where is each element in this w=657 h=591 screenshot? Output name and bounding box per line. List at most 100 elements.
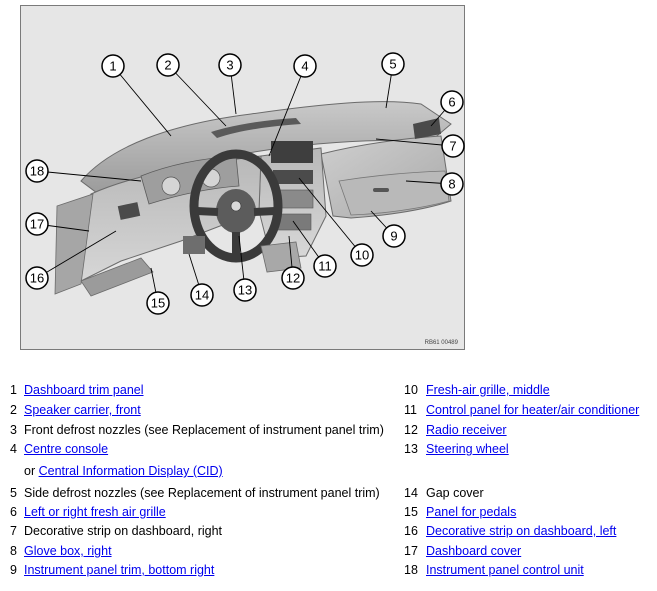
legend-item-right-10: 10 Fresh-air grille, middle — [404, 382, 550, 398]
left-side-cover-shape — [54, 193, 94, 295]
legend-item-right-16: 16 Decorative strip on dashboard, left — [404, 523, 616, 539]
legend-link[interactable]: Centre console — [24, 442, 109, 456]
legend-text: Gap cover — [426, 486, 484, 500]
legend-link[interactable]: Instrument panel trim, bottom right — [24, 563, 215, 577]
callout-15: 15 — [146, 291, 170, 315]
legend-item-right-13: 13 Steering wheel — [404, 441, 509, 457]
legend-number: 5 — [10, 486, 17, 500]
legend-number: 2 — [10, 403, 17, 417]
callout-4: 4 — [293, 54, 317, 78]
callout-10: 10 — [350, 243, 374, 267]
legend-item-right-11: 11 Control panel for heater/air condition… — [404, 402, 639, 418]
callout-12: 12 — [281, 266, 305, 290]
callout-3: 3 — [218, 53, 242, 77]
steering-spoke-left — [196, 207, 219, 216]
legend-link[interactable]: Decorative strip on dashboard, left — [426, 524, 617, 538]
legend-link[interactable]: Speaker carrier, front — [24, 403, 141, 417]
callout-13: 13 — [233, 278, 257, 302]
callout-number: 5 — [389, 57, 396, 72]
legend-number: 1 — [10, 383, 17, 397]
callout-5: 5 — [381, 52, 405, 76]
legend-link[interactable]: Radio receiver — [426, 423, 507, 437]
left-vent-shape — [117, 202, 141, 220]
callout-number: 9 — [390, 229, 397, 244]
steering-wheel-rim-shape — [189, 149, 283, 263]
legend-link[interactable]: Control panel for heater/air conditioner — [426, 403, 640, 417]
leader-line-7 — [375, 138, 454, 147]
callout-number: 2 — [164, 58, 171, 73]
legend-link[interactable]: Dashboard trim panel — [24, 383, 144, 397]
figure-code: RB61 00489 — [424, 340, 458, 346]
legend-item-left-3: 3 Front defrost nozzles (see Replacement … — [10, 422, 384, 438]
legend-link[interactable]: Glove box, right — [24, 544, 112, 558]
callout-9: 9 — [382, 224, 406, 248]
console-base-shape — [260, 241, 302, 273]
leader-line-18 — [36, 170, 142, 182]
defrost-vent-shape — [211, 118, 301, 138]
callout-number: 13 — [238, 283, 252, 298]
legend-number: 17 — [404, 544, 418, 558]
callout-number: 17 — [30, 217, 44, 232]
legend-link[interactable]: Steering wheel — [426, 442, 509, 456]
legend-link[interactable]: Dashboard cover — [426, 544, 522, 558]
legend-item-right-15: 15 Panel for pedals — [404, 504, 516, 520]
legend-link[interactable]: Instrument panel control unit — [426, 563, 584, 577]
callout-number: 15 — [151, 296, 165, 311]
legend-number: 14 — [404, 486, 418, 500]
legend-item-left-8: 8 Glove box, right — [10, 543, 112, 559]
legend-link[interactable]: Fresh-air grille, middle — [426, 383, 550, 397]
callout-17: 17 — [25, 212, 49, 236]
steering-spoke-right — [253, 207, 276, 216]
legend-item-left-5: 5 Side defrost nozzles (see Replacement o… — [10, 485, 380, 501]
callout-14: 14 — [190, 283, 214, 307]
legend-text: Side defrost nozzles (see Replacement of… — [24, 486, 380, 500]
callout-number: 8 — [448, 177, 455, 192]
legend-number: 12 — [404, 423, 418, 437]
legend-link[interactable]: Central Information Display (CID) — [38, 464, 223, 478]
steering-logo-shape — [230, 200, 242, 212]
legend-link[interactable]: Left or right fresh air grille — [24, 505, 166, 519]
leader-line-2 — [167, 64, 227, 127]
cid-screen-shape — [271, 141, 313, 163]
callout-number: 6 — [448, 95, 455, 110]
legend-item-left-1: 1 Dashboard trim panel — [10, 382, 144, 398]
legend-text: Decorative strip on dashboard, right — [24, 524, 223, 538]
legend-number: 11 — [404, 403, 417, 417]
callout-8: 8 — [440, 172, 464, 196]
leader-line-10 — [298, 177, 363, 256]
legend-item-left-2: 2 Speaker carrier, front — [10, 402, 141, 418]
center-vent-shape — [273, 170, 313, 184]
steering-column-shape — [183, 236, 205, 254]
leader-line-4 — [268, 65, 306, 157]
callout-16: 16 — [25, 266, 49, 290]
callout-1: 1 — [101, 54, 125, 78]
gauge-left-shape — [161, 176, 181, 196]
callout-number: 18 — [30, 164, 44, 179]
callout-18: 18 — [25, 159, 49, 183]
callout-2: 2 — [156, 53, 180, 77]
legend-text: Front defrost nozzles (see Replacement o… — [24, 423, 384, 437]
callout-number: 4 — [301, 59, 308, 74]
legend-number: 8 — [10, 544, 17, 558]
legend-number: 10 — [404, 383, 418, 397]
callout-number: 3 — [226, 58, 233, 73]
legend-item-right-17: 17 Dashboard cover — [404, 543, 521, 559]
callout-number: 10 — [355, 248, 369, 263]
legend-number: 13 — [404, 442, 418, 456]
callout-number: 11 — [318, 259, 332, 274]
legend-number: 15 — [404, 505, 418, 519]
legend-number: 3 — [10, 423, 17, 437]
pedal-panel-shape — [80, 257, 154, 297]
legend-link[interactable]: Panel for pedals — [426, 505, 517, 519]
leader-line-1 — [112, 65, 172, 137]
legend-number: 16 — [404, 524, 418, 538]
callout-number: 14 — [195, 288, 209, 303]
legend-item-left-alt: or Central Information Display (CID) — [10, 463, 223, 479]
callout-number: 16 — [30, 271, 44, 286]
